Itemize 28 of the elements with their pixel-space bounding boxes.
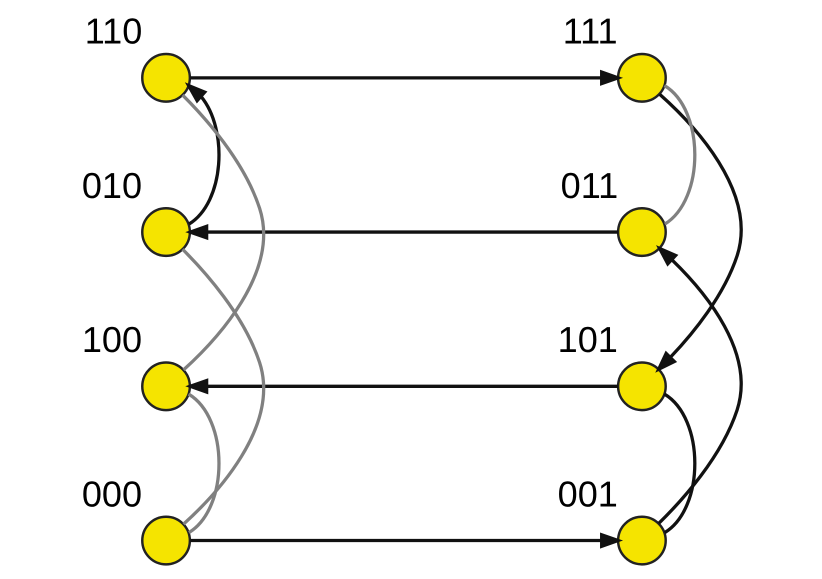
node-label: 111 [562, 10, 618, 52]
arrow [656, 245, 742, 525]
node-label: 011 [560, 164, 618, 206]
node-circle [140, 52, 191, 103]
node-circle [616, 361, 666, 412]
node-circle [140, 207, 191, 258]
connector [662, 84, 696, 226]
node-circle [616, 516, 666, 566]
node-label: 101 [557, 319, 618, 360]
connector [180, 248, 264, 526]
connector [662, 392, 696, 534]
arrow [190, 70, 623, 86]
arrow [654, 93, 742, 373]
node-label: 010 [81, 164, 142, 206]
node-circle [616, 52, 666, 103]
node-circle [140, 516, 191, 566]
arrow [184, 82, 220, 226]
node-label: 001 [557, 473, 618, 514]
node-circle [140, 361, 191, 412]
connector [187, 392, 220, 534]
node-circle [616, 207, 666, 258]
node-label: 100 [81, 319, 142, 360]
node-label: 110 [84, 10, 142, 52]
arrow [184, 224, 618, 240]
arrow [184, 378, 618, 394]
arrow [190, 532, 623, 549]
node-label: 000 [81, 473, 142, 514]
connector [180, 94, 264, 372]
